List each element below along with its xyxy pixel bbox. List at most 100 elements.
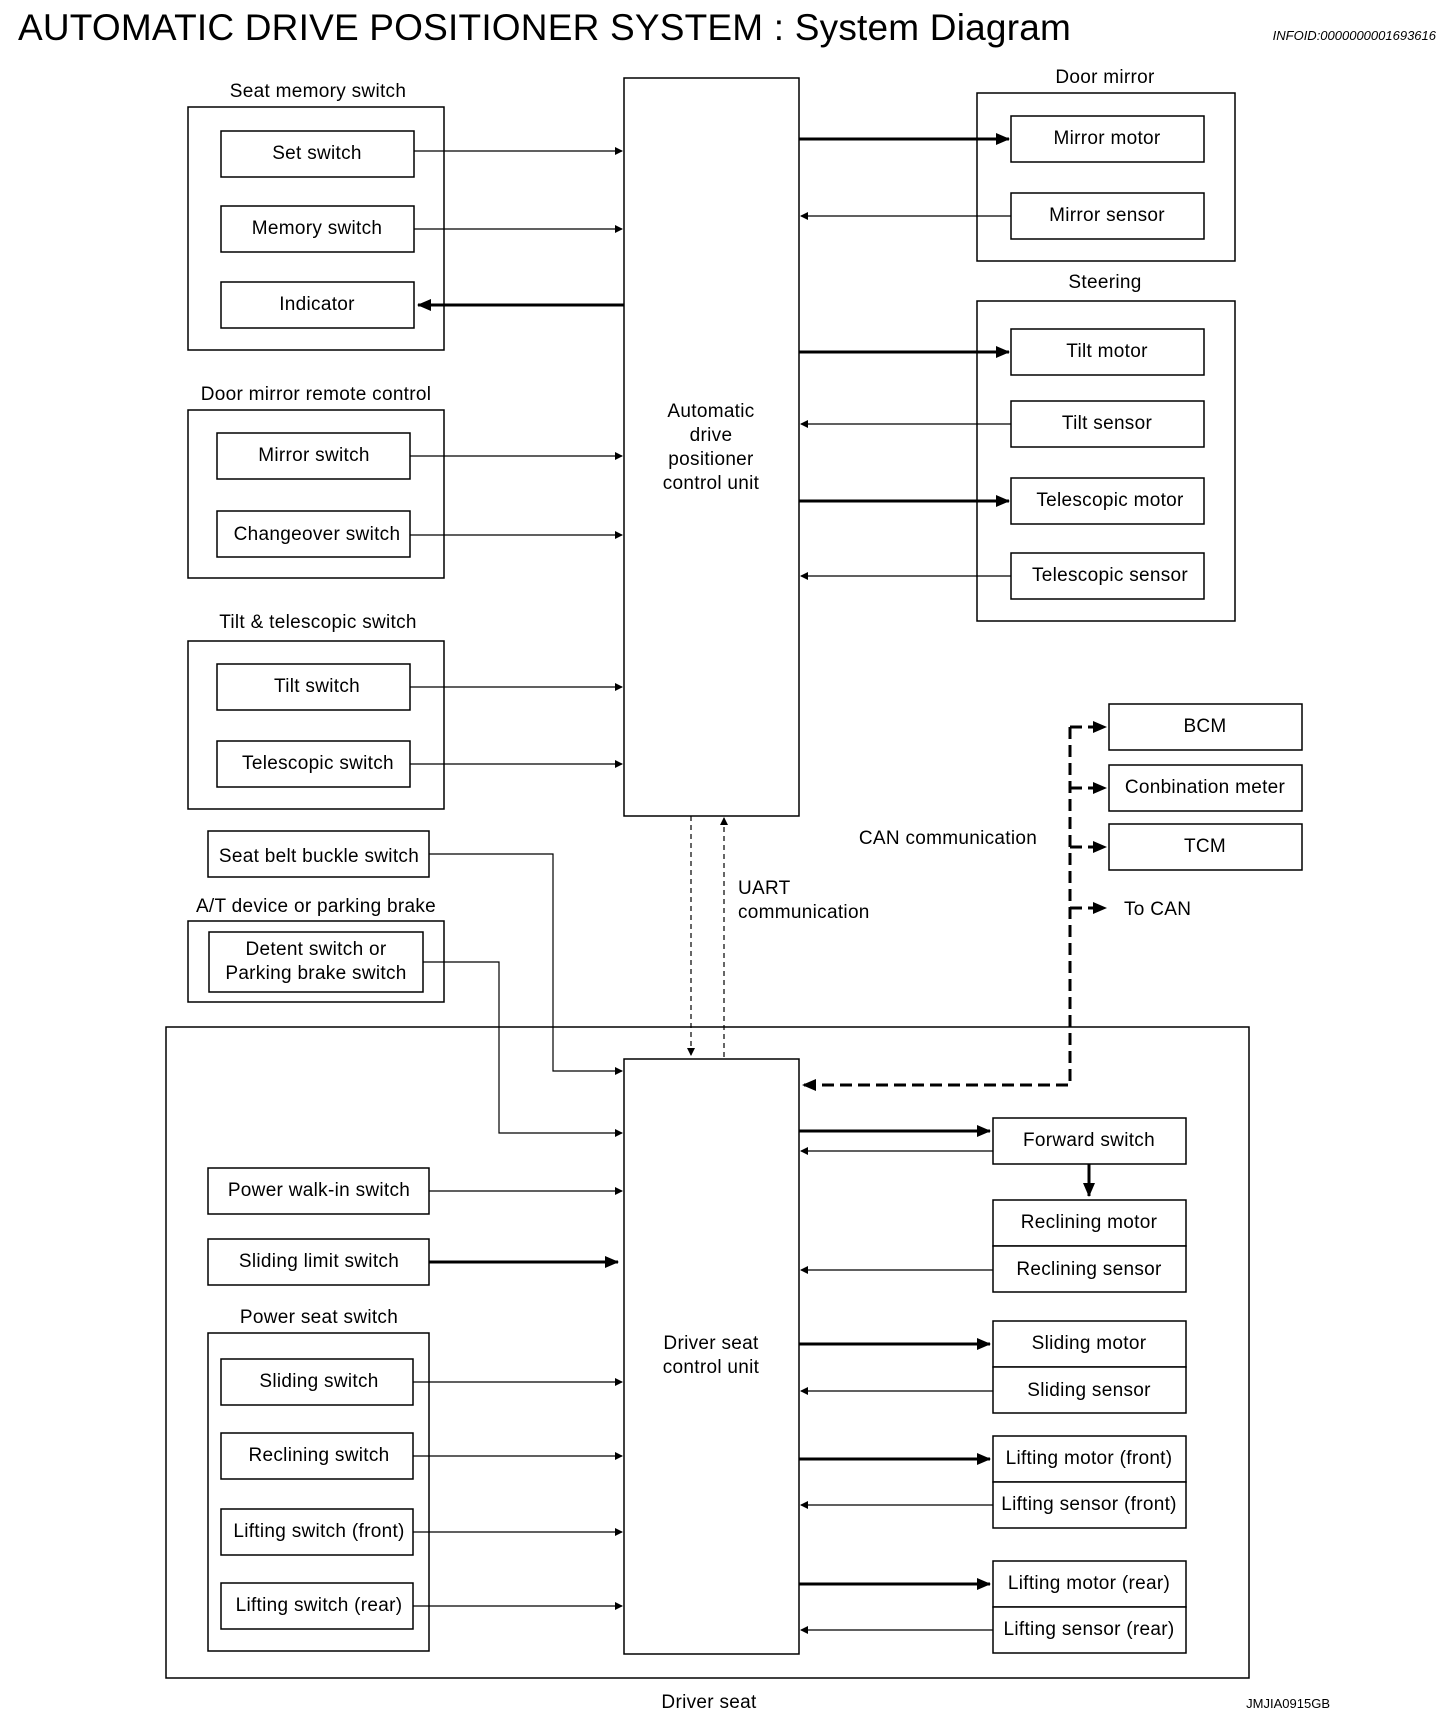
tilt-switch: Tilt switch xyxy=(216,663,411,711)
svg-text:Mirror switch: Mirror switch xyxy=(258,445,370,466)
svg-text:Memory switch: Memory switch xyxy=(252,218,383,239)
driver-seat-control-unit: Driver seat control unit xyxy=(623,1058,800,1655)
seat-memory-switch-label: Seat memory switch xyxy=(230,81,406,102)
seat-memory-switch-group: Seat memory switch Set switch Memory swi… xyxy=(187,81,445,351)
lifting-switch-rear: Lifting switch (rear) xyxy=(220,1582,414,1630)
combination-meter: Conbination meter xyxy=(1108,764,1303,812)
lifting-switch-front: Lifting switch (front) xyxy=(220,1508,414,1556)
lifting-motor-rear: Lifting motor (rear) xyxy=(992,1560,1187,1608)
svg-text:Changeover switch: Changeover switch xyxy=(234,524,401,545)
svg-text:Lifting sensor (front): Lifting sensor (front) xyxy=(1001,1494,1177,1515)
steering-label: Steering xyxy=(1068,272,1141,293)
at-device-parking-brake-group: A/T device or parking brake Detent switc… xyxy=(187,896,445,1003)
connectors xyxy=(410,133,1107,1634)
uart-label-line2: communication xyxy=(738,902,870,923)
memory-switch: Memory switch xyxy=(220,205,415,253)
door-mirror-remote-control-group: Door mirror remote control Mirror switch… xyxy=(187,384,445,579)
changeover-switch: Changeover switch xyxy=(216,510,411,558)
sliding-sensor: Sliding sensor xyxy=(992,1366,1187,1414)
svg-text:Power walk-in switch: Power walk-in switch xyxy=(228,1180,410,1201)
lifting-sensor-rear: Lifting sensor (rear) xyxy=(992,1606,1187,1654)
svg-text:Lifting motor (front): Lifting motor (front) xyxy=(1006,1448,1173,1469)
svg-text:Sliding sensor: Sliding sensor xyxy=(1027,1380,1151,1401)
svg-text:Reclining motor: Reclining motor xyxy=(1021,1212,1158,1233)
svg-text:control unit: control unit xyxy=(663,473,760,494)
adp-control-unit: Automatic drive positioner control unit xyxy=(623,77,800,817)
indicator: Indicator xyxy=(220,281,415,329)
svg-text:drive: drive xyxy=(690,425,733,446)
door-mirror-group: Door mirror Mirror motor Mirror sensor xyxy=(976,67,1236,262)
svg-text:Reclining sensor: Reclining sensor xyxy=(1016,1259,1162,1280)
driver-seat-label: Driver seat xyxy=(661,1692,757,1713)
mirror-motor: Mirror motor xyxy=(1010,115,1205,163)
svg-text:Lifting motor (rear): Lifting motor (rear) xyxy=(1008,1573,1170,1594)
svg-text:Tilt motor: Tilt motor xyxy=(1066,341,1148,362)
forward-switch: Forward switch xyxy=(992,1117,1187,1165)
reclining-switch: Reclining switch xyxy=(220,1432,414,1480)
at-device-parking-brake-label: A/T device or parking brake xyxy=(196,896,436,917)
can-bus-nodes: BCM Conbination meter TCM To CAN xyxy=(1108,703,1303,920)
svg-text:Mirror sensor: Mirror sensor xyxy=(1049,205,1165,226)
power-walk-in-switch: Power walk-in switch xyxy=(207,1167,430,1215)
door-mirror-label: Door mirror xyxy=(1055,67,1155,88)
svg-text:Lifting switch (rear): Lifting switch (rear) xyxy=(236,1595,403,1616)
seat-belt-buckle-switch: Seat belt buckle switch xyxy=(207,830,430,878)
door-mirror-remote-control-label: Door mirror remote control xyxy=(201,384,432,405)
telescopic-switch: Telescopic switch xyxy=(216,740,411,788)
svg-text:Sliding motor: Sliding motor xyxy=(1032,1333,1147,1354)
info-id: INFOID:0000000001693616 xyxy=(1273,28,1437,43)
tilt-telescopic-switch-label: Tilt & telescopic switch xyxy=(219,612,417,633)
figure-code: JMJIA0915GB xyxy=(1246,1696,1330,1711)
to-can-label: To CAN xyxy=(1124,899,1191,920)
svg-text:Telescopic motor: Telescopic motor xyxy=(1036,490,1184,511)
svg-text:control unit: control unit xyxy=(663,1357,760,1378)
uart-label-line1: UART xyxy=(738,878,791,899)
lifting-motor-front: Lifting motor (front) xyxy=(992,1435,1187,1483)
svg-text:Telescopic sensor: Telescopic sensor xyxy=(1032,565,1188,586)
svg-text:Forward switch: Forward switch xyxy=(1023,1130,1155,1151)
reclining-sensor: Reclining sensor xyxy=(992,1245,1187,1293)
mirror-switch: Mirror switch xyxy=(216,432,411,480)
sliding-switch: Sliding switch xyxy=(220,1358,414,1406)
svg-text:Automatic: Automatic xyxy=(667,401,754,422)
svg-text:Mirror motor: Mirror motor xyxy=(1053,128,1160,149)
detent-or-parking-brake-switch: Detent switch or Parking brake switch xyxy=(208,931,424,993)
reclining-motor: Reclining motor xyxy=(992,1199,1187,1247)
svg-text:Set switch: Set switch xyxy=(272,143,362,164)
telescopic-sensor: Telescopic sensor xyxy=(1010,552,1205,600)
page-title: AUTOMATIC DRIVE POSITIONER SYSTEM : Syst… xyxy=(18,7,1071,48)
svg-text:Detent switch or: Detent switch or xyxy=(245,939,386,960)
driver-seat-group: Driver seat Driver seat control unit Pow… xyxy=(165,1026,1250,1713)
svg-text:Sliding switch: Sliding switch xyxy=(259,1371,378,1392)
svg-text:Reclining switch: Reclining switch xyxy=(248,1445,389,1466)
svg-text:Indicator: Indicator xyxy=(279,294,355,315)
tilt-motor: Tilt motor xyxy=(1010,328,1205,376)
power-seat-switch-group: Power seat switch Sliding switch Reclini… xyxy=(207,1307,430,1652)
svg-text:Tilt switch: Tilt switch xyxy=(274,676,360,697)
mirror-sensor: Mirror sensor xyxy=(1010,192,1205,240)
svg-text:positioner: positioner xyxy=(668,449,754,470)
svg-text:Parking brake switch: Parking brake switch xyxy=(225,963,406,984)
svg-text:Seat belt buckle switch: Seat belt buckle switch xyxy=(219,846,419,867)
sliding-motor: Sliding motor xyxy=(992,1320,1187,1368)
lifting-sensor-front: Lifting sensor (front) xyxy=(992,1481,1187,1529)
svg-text:Tilt sensor: Tilt sensor xyxy=(1062,413,1153,434)
power-seat-switch-label: Power seat switch xyxy=(240,1307,398,1328)
steering-group: Steering Tilt motor Tilt sensor Telescop… xyxy=(976,272,1236,622)
svg-text:Sliding limit switch: Sliding limit switch xyxy=(239,1251,399,1272)
svg-text:Conbination meter: Conbination meter xyxy=(1125,777,1286,798)
svg-text:TCM: TCM xyxy=(1184,836,1226,857)
svg-text:Driver seat: Driver seat xyxy=(663,1333,759,1354)
tilt-telescopic-switch-group: Tilt & telescopic switch Tilt switch Tel… xyxy=(187,612,445,810)
svg-text:BCM: BCM xyxy=(1183,716,1226,737)
tilt-sensor: Tilt sensor xyxy=(1010,400,1205,448)
sliding-limit-switch: Sliding limit switch xyxy=(207,1238,430,1286)
set-switch: Set switch xyxy=(220,130,415,178)
svg-text:Lifting sensor (rear): Lifting sensor (rear) xyxy=(1003,1619,1174,1640)
telescopic-motor: Telescopic motor xyxy=(1010,477,1205,525)
bcm: BCM xyxy=(1108,703,1303,751)
tcm: TCM xyxy=(1108,823,1303,871)
svg-text:Telescopic switch: Telescopic switch xyxy=(242,753,394,774)
can-communication-label: CAN communication xyxy=(859,828,1037,849)
